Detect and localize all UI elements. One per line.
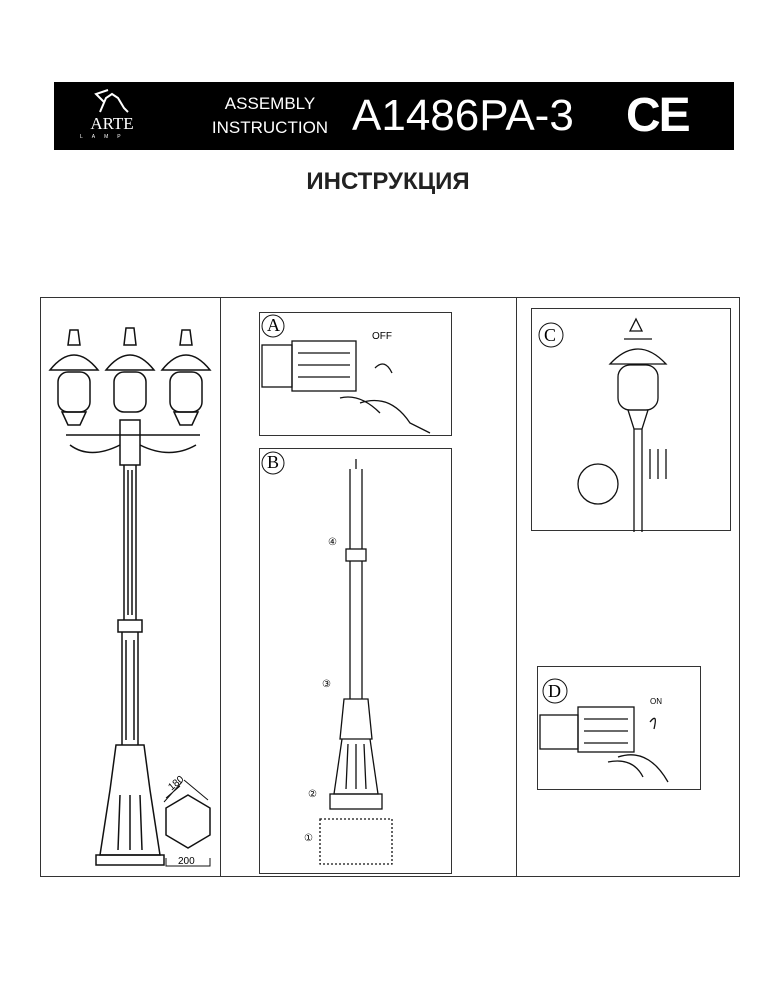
ce-mark: CE bbox=[626, 89, 691, 142]
panel-c: C bbox=[531, 308, 731, 532]
step-3: ③ bbox=[322, 679, 331, 690]
switch-off-illustration bbox=[261, 314, 431, 434]
brand-name: ARTE bbox=[90, 114, 134, 133]
step-2: ② bbox=[308, 789, 317, 800]
step-4: ④ bbox=[328, 537, 337, 548]
step-1: ① bbox=[304, 833, 313, 844]
dimension-base: 200 bbox=[178, 856, 195, 867]
panel-a: A OFF bbox=[259, 312, 452, 436]
assembly-instruction-label: ASSEMBLY INSTRUCTION bbox=[190, 92, 350, 140]
page-title: ИНСТРУКЦИЯ bbox=[306, 168, 470, 195]
switch-on-label: ON bbox=[650, 697, 662, 706]
brand-sub: LAMP bbox=[80, 134, 130, 140]
panel-d: D ON bbox=[537, 666, 701, 790]
arte-lamp-logo: ARTE LAMP bbox=[72, 88, 152, 148]
lantern-wiring-illustration bbox=[538, 317, 668, 532]
panel-c-label: C bbox=[544, 325, 557, 345]
panel-d-label: D bbox=[548, 681, 561, 701]
divider bbox=[220, 297, 221, 877]
switch-off-label: OFF bbox=[372, 331, 392, 342]
assembly-line2: INSTRUCTION bbox=[211, 118, 329, 137]
assembly-line1: ASSEMBLY bbox=[224, 94, 316, 113]
panel-b-label: B bbox=[267, 452, 280, 472]
header-banner bbox=[54, 82, 734, 150]
griffin-icon bbox=[94, 89, 129, 113]
instruction-frame bbox=[40, 297, 740, 877]
divider bbox=[516, 297, 517, 877]
pole-assembly-illustration bbox=[261, 451, 393, 865]
model-number: A1486PA-3 bbox=[352, 91, 574, 140]
panel-a-label: A bbox=[267, 315, 280, 335]
switch-on-illustration bbox=[539, 678, 669, 783]
panel-b: B ① ② ③ ④ bbox=[259, 448, 452, 874]
